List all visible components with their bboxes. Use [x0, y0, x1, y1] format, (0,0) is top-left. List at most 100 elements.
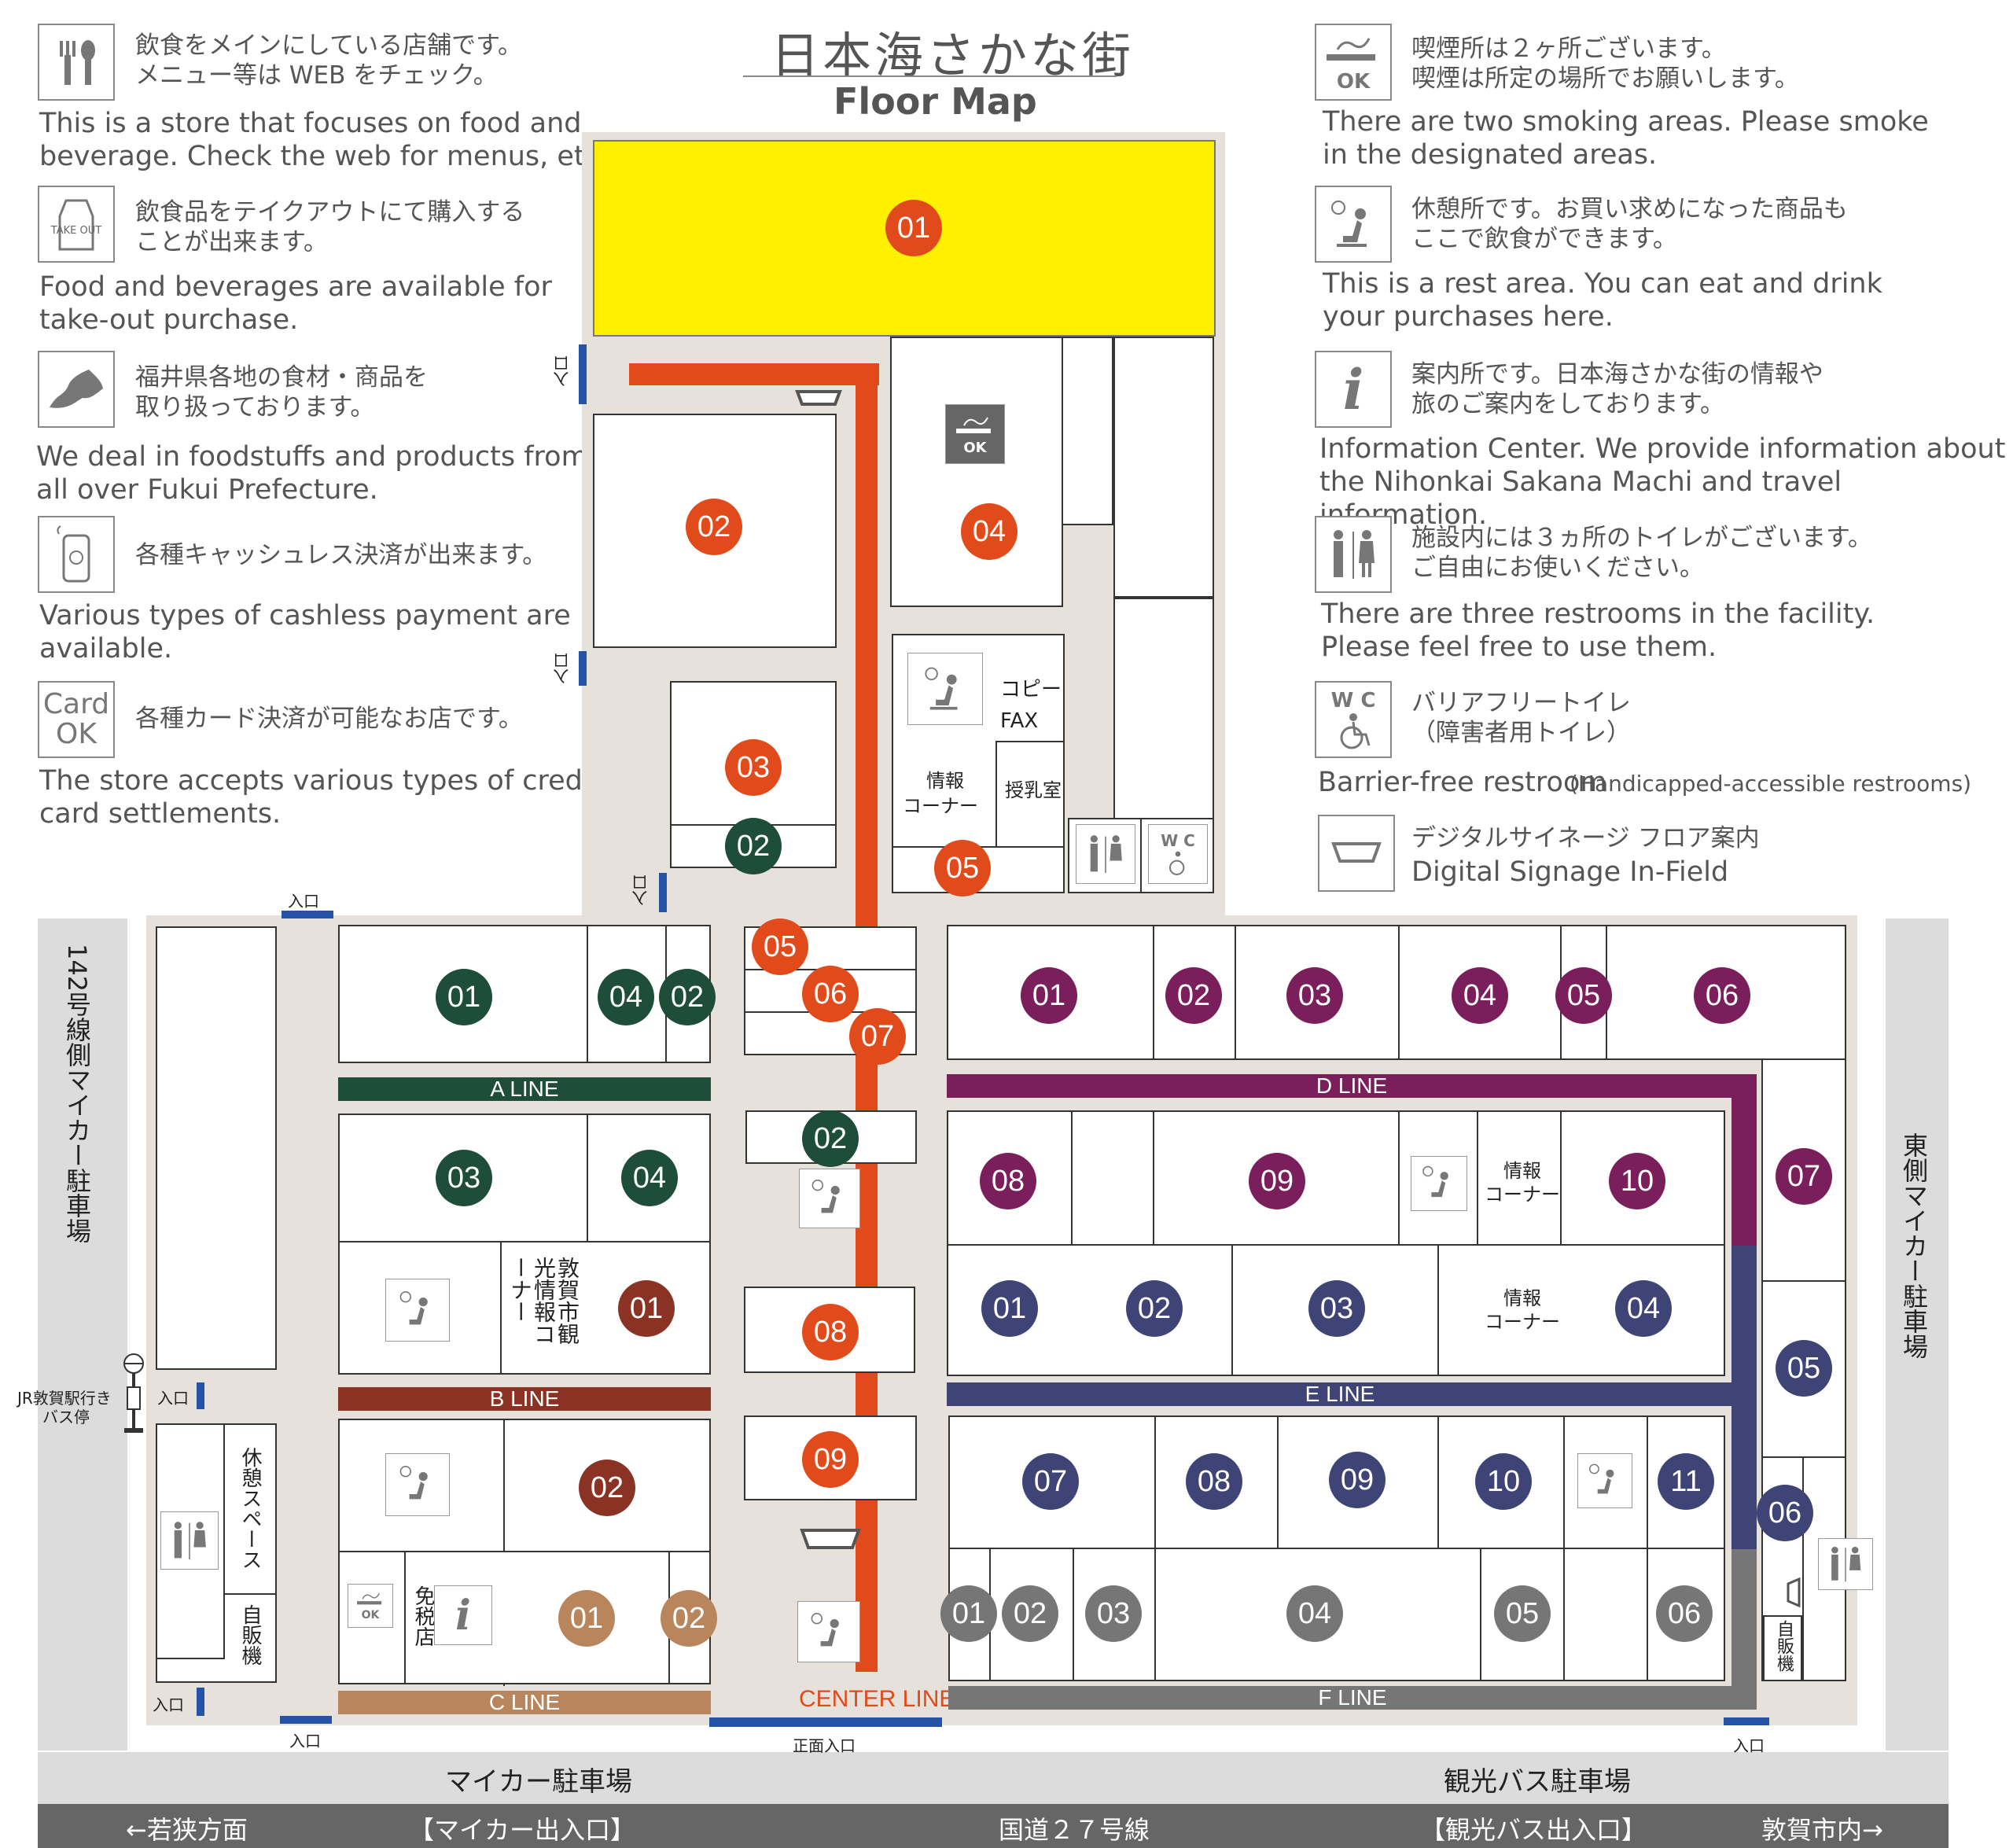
badge-d-08: 08 [980, 1153, 1036, 1209]
restroom-icon-east [1818, 1538, 1873, 1590]
info-corner-e-1: 情報 [1503, 1287, 1541, 1309]
legend-card-ja1: 各種カード決済が可能なお店です。 [135, 705, 523, 733]
digital-signage-icon-top [794, 388, 843, 412]
d-div-1 [1153, 925, 1154, 1060]
badge-e-06: 06 [1757, 1485, 1813, 1541]
badge-center-07: 07 [849, 1008, 906, 1065]
stall-top-narrow-3[interactable] [1113, 598, 1214, 819]
vending-label-east: 自販機 [1774, 1620, 1794, 1672]
legend-smoking-en2: in the designated areas. [1323, 139, 1658, 171]
smoking-area-top-ok: OK [963, 439, 987, 456]
f-div-5 [1563, 1548, 1565, 1681]
legend-cashless-ja1: 各種キャッシュレス決済が出来ます。 [135, 541, 547, 569]
badge-b-01: 01 [618, 1280, 675, 1337]
f-line-lane: F LINE [948, 1685, 1757, 1710]
smoking-area-icon-c: OK [348, 1584, 393, 1628]
legend-rest-en1: This is a rest area. You can eat and dri… [1323, 268, 1882, 300]
entrance-a-top-bar [282, 911, 333, 918]
legend-bf-ja2: （障害者用トイレ） [1411, 719, 1631, 747]
badge-top-02: 02 [686, 499, 742, 555]
badge-center-08: 08 [802, 1304, 859, 1360]
badge-top-01: 01 [885, 200, 942, 256]
f-line-right-vertical [1731, 1549, 1757, 1710]
legend-takeout-en2: take-out purchase. [39, 304, 299, 336]
smoking-area-icon-top: OK [945, 404, 1005, 464]
entrance-a-top: 入口 [288, 892, 319, 911]
badge-d-06: 06 [1694, 967, 1750, 1024]
f-div-6 [1647, 1548, 1648, 1681]
badge-f-05: 05 [1494, 1585, 1551, 1642]
legend-takeout-ja1: 飲食品をテイクアウトにて購入する [135, 198, 525, 226]
badge-e-11: 11 [1658, 1453, 1714, 1510]
badge-f-02: 02 [1002, 1585, 1058, 1642]
bus-stop-label-1: JR敦賀駅行き [17, 1389, 112, 1408]
entrance-west-mid-bar [197, 1382, 204, 1409]
legend-food-ja2: メニュー等は WEB をチェック。 [135, 61, 498, 90]
stall-top-right-block[interactable] [890, 337, 1063, 607]
legend-rest-ja2: ここで飲食ができます。 [1411, 225, 1677, 253]
legend-info-en2: the Nihonkai Sakana Machi and travel inf… [1319, 466, 1842, 531]
legend-signage-en1: Digital Signage In-Field [1411, 856, 1729, 888]
entrance-upper-1-bar [579, 344, 587, 404]
main-entrance-bar [709, 1717, 942, 1727]
b-row-div [500, 1241, 502, 1375]
information-icon-text: i [1342, 356, 1364, 422]
bus-stop-icon [120, 1353, 148, 1439]
a-row1-div-1 [587, 925, 588, 1063]
d-div-2 [1235, 925, 1236, 1060]
legend-bf-en1: Barrier-free restroom [1318, 767, 1607, 798]
badge-center-02: 02 [802, 1110, 859, 1167]
badge-d-02: 02 [1165, 967, 1222, 1024]
legend-bf-en-small: (Handicapped-accessible restrooms) [1570, 771, 1972, 797]
legend-food-en1: This is a store that focuses on food and [39, 108, 582, 139]
stall-d-row2[interactable] [947, 1110, 1725, 1246]
legend-info-ja1: 案内所です。日本海さかな街の情報や [1411, 360, 1823, 388]
f-div-2 [1073, 1548, 1074, 1681]
info-corner-d-1: 情報 [1503, 1160, 1541, 1182]
legend-info-en1: Information Center. We provide informati… [1319, 433, 2006, 465]
badge-a-01: 01 [436, 969, 492, 1025]
badge-top-05: 05 [934, 840, 991, 896]
e-div-2 [1437, 1244, 1439, 1376]
entrance-upper-2: 入口 [553, 653, 572, 684]
legend-fukui-en2: all over Fukui Prefecture. [36, 474, 378, 506]
legend-smoking-ja1: 喫煙所は２ヶ所ございます。 [1411, 35, 1726, 63]
legend-fukui-ja1: 福井県各地の食材・商品を [135, 363, 428, 392]
legend-rest-en2: your purchases here. [1323, 301, 1614, 333]
digital-signage-icon-center [799, 1526, 862, 1557]
page-title: 日本海さかな街 [771, 27, 1135, 84]
badge-f-03: 03 [1085, 1585, 1142, 1642]
rest-area-icon-b [385, 1279, 450, 1342]
stall-top-narrow-2[interactable] [1113, 337, 1214, 598]
info-corner-d-2: コーナー [1485, 1184, 1560, 1206]
takeout-icon: TAKE OUT [38, 186, 115, 263]
rest-area-icon-e [1577, 1453, 1632, 1508]
legend-takeout-ja2: ことが出来ます。 [135, 228, 328, 256]
center-line-top-h [629, 363, 879, 385]
stall-a-row1[interactable] [338, 925, 711, 1063]
bus-stop-label-2: バス停 [42, 1408, 90, 1426]
restroom-icon-upper [1076, 824, 1135, 884]
road-bar [38, 1804, 1949, 1848]
rest-area-icon-d [1411, 1156, 1467, 1211]
entrance-upper-3-bar [659, 873, 667, 912]
e-line-right-vertical [1731, 1246, 1757, 1549]
entrance-sw: 入口 [289, 1732, 321, 1750]
bottom-parking-strip [38, 1752, 1949, 1804]
d2-div-5 [1560, 1110, 1562, 1376]
e2-div-4 [1563, 1415, 1565, 1549]
legend-restroom-en2: Please feel free to use them. [1321, 631, 1717, 663]
badge-a-03: 03 [436, 1150, 492, 1206]
stall-c-row[interactable] [338, 1551, 711, 1684]
west-long-stall[interactable] [156, 926, 277, 1370]
legend-bf-ja1: バリアフリートイレ [1411, 689, 1631, 717]
stall-top-narrow-1[interactable] [1062, 337, 1113, 525]
badge-d-10: 10 [1609, 1153, 1665, 1209]
road-right: 敦賀市内→ [1761, 1815, 1883, 1845]
f-div-3 [1154, 1548, 1156, 1681]
information-icon: i [1315, 351, 1392, 428]
badge-c-01: 01 [558, 1590, 615, 1647]
center-line-label: CENTER LINE [799, 1686, 955, 1712]
card-ok-icon-text2: OK [56, 718, 97, 750]
legend-signage-ja1: デジタルサイネージ フロア案内 [1411, 824, 1760, 852]
